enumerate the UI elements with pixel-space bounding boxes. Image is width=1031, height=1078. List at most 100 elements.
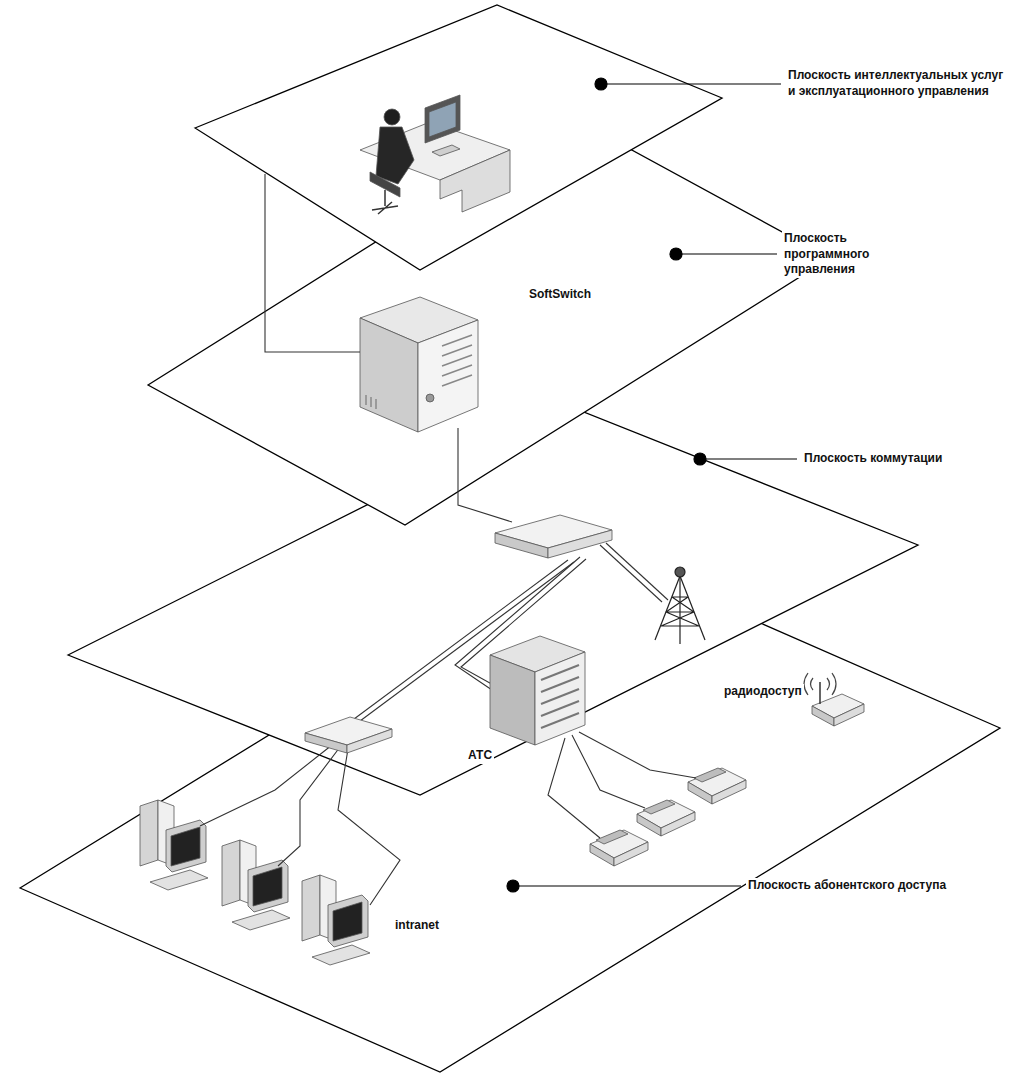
drive-bay [442,355,472,366]
router-front [347,729,392,753]
wires [200,543,696,905]
server-side [360,318,418,432]
wire [200,745,332,826]
tower-top [675,567,685,577]
keyboard [432,145,460,156]
operator-body [376,127,414,184]
phone-handset [694,768,726,782]
window-row [541,689,579,704]
window-row [541,713,579,728]
keyboard [150,870,208,890]
window-row [541,677,579,692]
wire [458,428,512,522]
monitor-screen [171,827,200,866]
building-front [535,652,585,745]
services-plane [195,5,722,270]
vent [375,399,377,409]
desk-side [440,150,510,212]
monitor-screen [429,102,456,137]
plane-label: Плоскость коммутации [802,451,944,467]
phone-side [688,782,712,804]
leader-line [513,885,741,886]
drive-bay [442,375,472,386]
phone-side [812,706,834,726]
monitor-body [328,895,368,947]
planes [148,118,830,525]
telephone [590,830,648,866]
leader-lines [507,78,797,892]
leader-line [700,458,797,459]
wire [265,174,360,352]
radio-telephone [804,673,864,726]
tower-leg [655,576,680,640]
drive-bay [442,365,472,376]
monitor-screen [253,867,282,906]
control-plane [148,118,830,525]
softswitch-server [360,297,478,432]
drive-bay [442,345,472,356]
device-label: intranet [393,918,441,934]
tower-leg [679,576,680,644]
leader-dot [694,453,706,465]
window-row [541,665,579,680]
phone-handset [596,830,628,844]
wire [600,545,662,602]
phones [590,673,864,866]
phone-side [590,844,614,866]
computer [302,875,370,965]
leader-dot [595,78,607,90]
building-side [490,655,535,745]
computer [140,800,208,890]
phone-front [712,780,746,804]
pc-tower-side [222,840,240,906]
vent [370,397,372,407]
computer [222,840,290,930]
plane-label: Плоскость программного управления [782,231,936,278]
computers [140,800,370,965]
building-windows [541,665,579,728]
telephone [688,768,746,804]
device-label: радиодоступ [722,684,804,700]
chair-base [372,190,398,214]
monitor-body [425,95,460,143]
router-side [495,533,548,558]
router-side [305,733,347,753]
phone-handset [643,800,675,814]
window-row [541,701,579,716]
wire [579,732,696,778]
monitor-screen [333,902,362,941]
operator-head [384,109,400,125]
exchange-building [490,636,585,745]
operator-workstation [360,95,510,214]
monitor-body [166,820,206,872]
server-front [418,320,478,432]
pc-tower-side [140,800,158,866]
phone-front [834,704,864,726]
wire [548,738,600,838]
router-front [548,530,612,558]
leader-dot [507,880,519,892]
device-label: SoftSwitch [527,287,593,303]
phone-front [661,812,695,836]
leader-dot [670,248,682,260]
server-bays [366,335,472,409]
monitor-body [248,860,288,912]
tower-lattice [661,597,699,626]
radio-tower [655,567,705,644]
leader-line [676,253,777,254]
planes [195,5,722,270]
antenna [819,682,821,704]
device-label: АТС [466,748,494,764]
wire [278,747,340,866]
tower-leg [680,576,705,640]
vent [365,395,367,405]
drive-bay [442,335,472,346]
radio-waves [804,673,836,695]
leader-line [601,83,781,84]
plane-label: Плоскость абонентского доступа [746,878,948,894]
plane-label: Плоскость интеллектуальных услуг и экспл… [786,68,1015,99]
routers [305,515,612,753]
